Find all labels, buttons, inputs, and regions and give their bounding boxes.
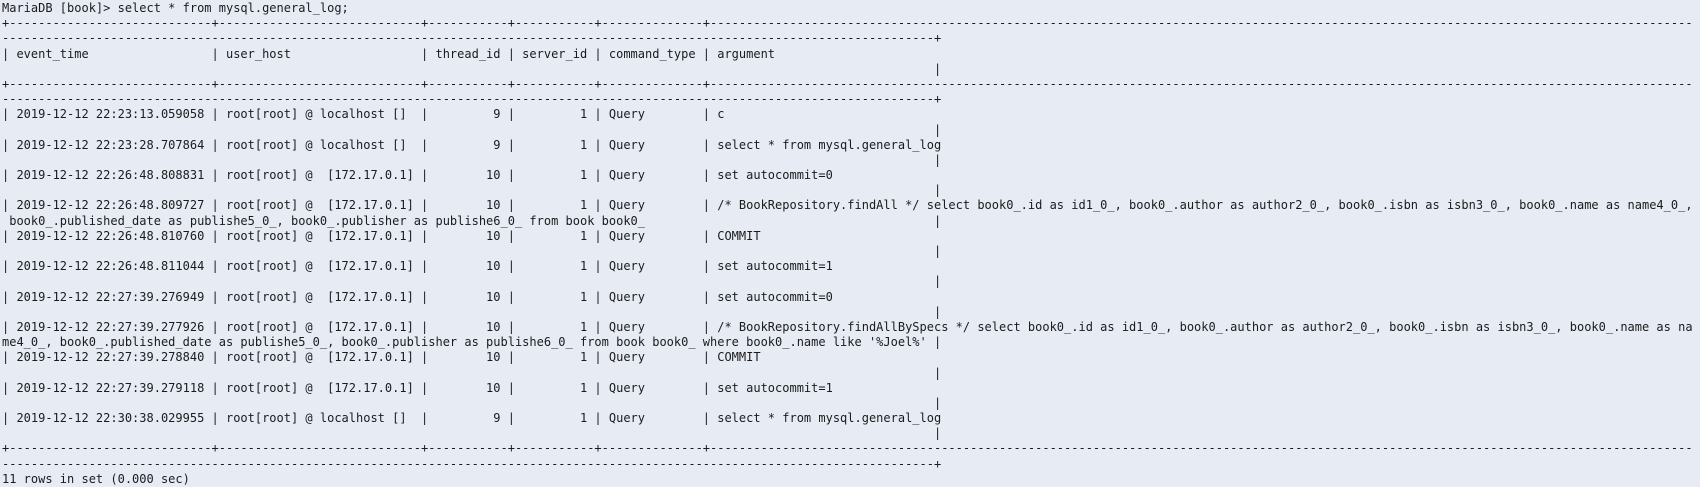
terminal-line: |: [2, 152, 942, 167]
prompt-line: MariaDB [book]> select * from mysql.gene…: [2, 1, 349, 15]
terminal-line: | 2019-12-12 22:26:48.809727 | root[root…: [2, 198, 1693, 213]
terminal-line: | event_time | user_host | thread_id | s…: [2, 46, 1693, 61]
terminal-line: | 2019-12-12 22:23:28.707864 | root[root…: [2, 137, 1693, 152]
terminal-line: +----------------------------+----------…: [2, 16, 1693, 31]
terminal-line: me4_0_, book0_.published_date as publish…: [2, 335, 942, 350]
terminal-line: |: [2, 122, 942, 137]
terminal-line: | 2019-12-12 22:26:48.808831 | root[root…: [2, 168, 1693, 183]
terminal-line: +----------------------------+----------…: [2, 76, 1693, 91]
terminal-line: | 2019-12-12 22:26:48.810760 | root[root…: [2, 228, 1693, 243]
terminal-line: |: [2, 304, 942, 319]
terminal-line: |: [2, 395, 942, 410]
terminal-line: book0_.published_date as publishe5_0_, b…: [2, 213, 942, 228]
terminal-line: | 2019-12-12 22:23:13.059058 | root[root…: [2, 107, 1693, 122]
query-result-table: +----------------------------+----------…: [2, 16, 1700, 472]
terminal-line: +----------------------------+----------…: [2, 441, 1693, 456]
terminal-line: | 2019-12-12 22:30:38.029955 | root[root…: [2, 411, 1693, 426]
terminal-line: ----------------------------------------…: [2, 456, 942, 471]
terminal-line: |: [2, 244, 942, 258]
terminal-line: | 2019-12-12 22:27:39.278840 | root[root…: [2, 350, 1693, 365]
terminal-line: ----------------------------------------…: [2, 92, 942, 107]
terminal-line: |: [2, 183, 942, 198]
terminal-line: | 2019-12-12 22:27:39.279118 | root[root…: [2, 380, 1693, 395]
terminal-line: |: [2, 365, 942, 380]
terminal-line: ----------------------------------------…: [2, 31, 942, 46]
terminal-line: | 2019-12-12 22:27:39.276949 | root[root…: [2, 289, 1693, 304]
terminal-line: |: [2, 274, 942, 289]
terminal-line: | 2019-12-12 22:27:39.277926 | root[root…: [2, 319, 1693, 334]
terminal-line: | 2019-12-12 22:26:48.811044 | root[root…: [2, 259, 1693, 274]
terminal-line: |: [2, 426, 942, 441]
status-line: 11 rows in set (0.000 sec): [2, 471, 190, 486]
terminal-line: |: [2, 61, 942, 76]
